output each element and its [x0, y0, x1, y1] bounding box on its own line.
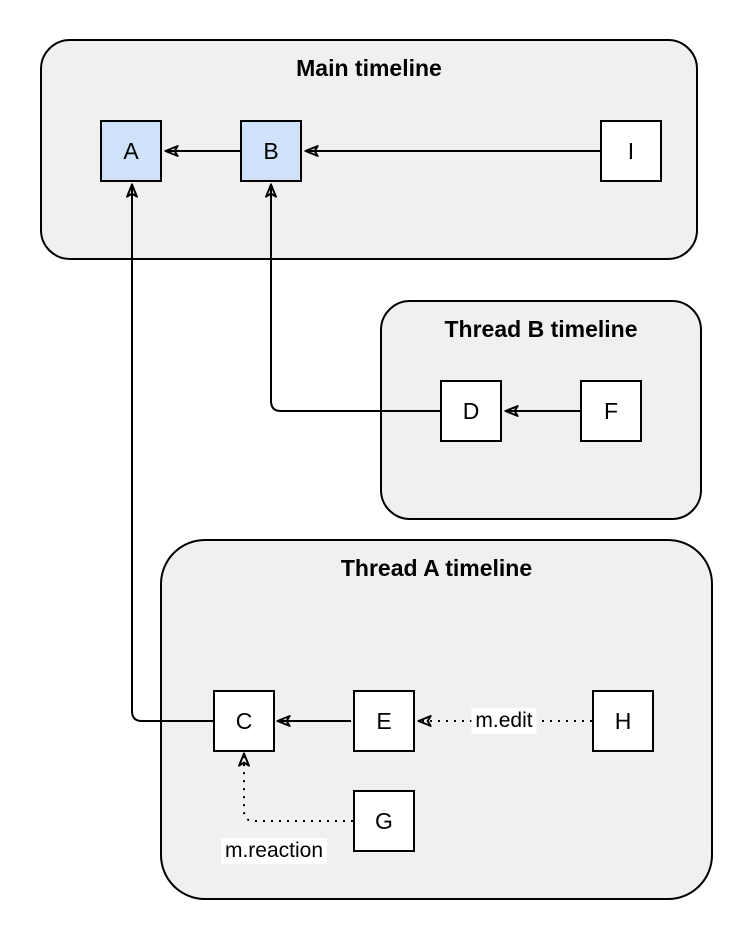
- node-H-label: H: [614, 707, 632, 734]
- node-E: E: [353, 690, 415, 752]
- node-B-label: B: [263, 137, 279, 164]
- node-F-label: F: [603, 397, 619, 424]
- node-G-label: G: [375, 807, 393, 834]
- group-title-thread-b-timeline: Thread B timeline: [444, 316, 638, 342]
- node-D-label: D: [462, 397, 480, 424]
- node-C: C: [213, 690, 275, 752]
- node-G: G: [353, 790, 415, 852]
- node-A: A: [100, 120, 162, 182]
- node-F: F: [580, 380, 642, 442]
- node-D: D: [440, 380, 502, 442]
- edge-label-m-edit: m.edit: [471, 707, 537, 735]
- node-E-label: E: [376, 707, 392, 734]
- group-thread-b-timeline: Thread B timeline: [380, 300, 702, 520]
- node-I-label: I: [627, 137, 635, 164]
- node-A-label: A: [123, 137, 139, 164]
- node-I: I: [600, 120, 662, 182]
- edge-label-m-reaction: m.reaction: [220, 837, 328, 865]
- node-H: H: [592, 690, 654, 752]
- group-title-thread-a-timeline: Thread A timeline: [340, 555, 533, 581]
- node-C-label: C: [235, 707, 253, 734]
- node-B: B: [240, 120, 302, 182]
- group-title-main-timeline: Main timeline: [296, 55, 442, 81]
